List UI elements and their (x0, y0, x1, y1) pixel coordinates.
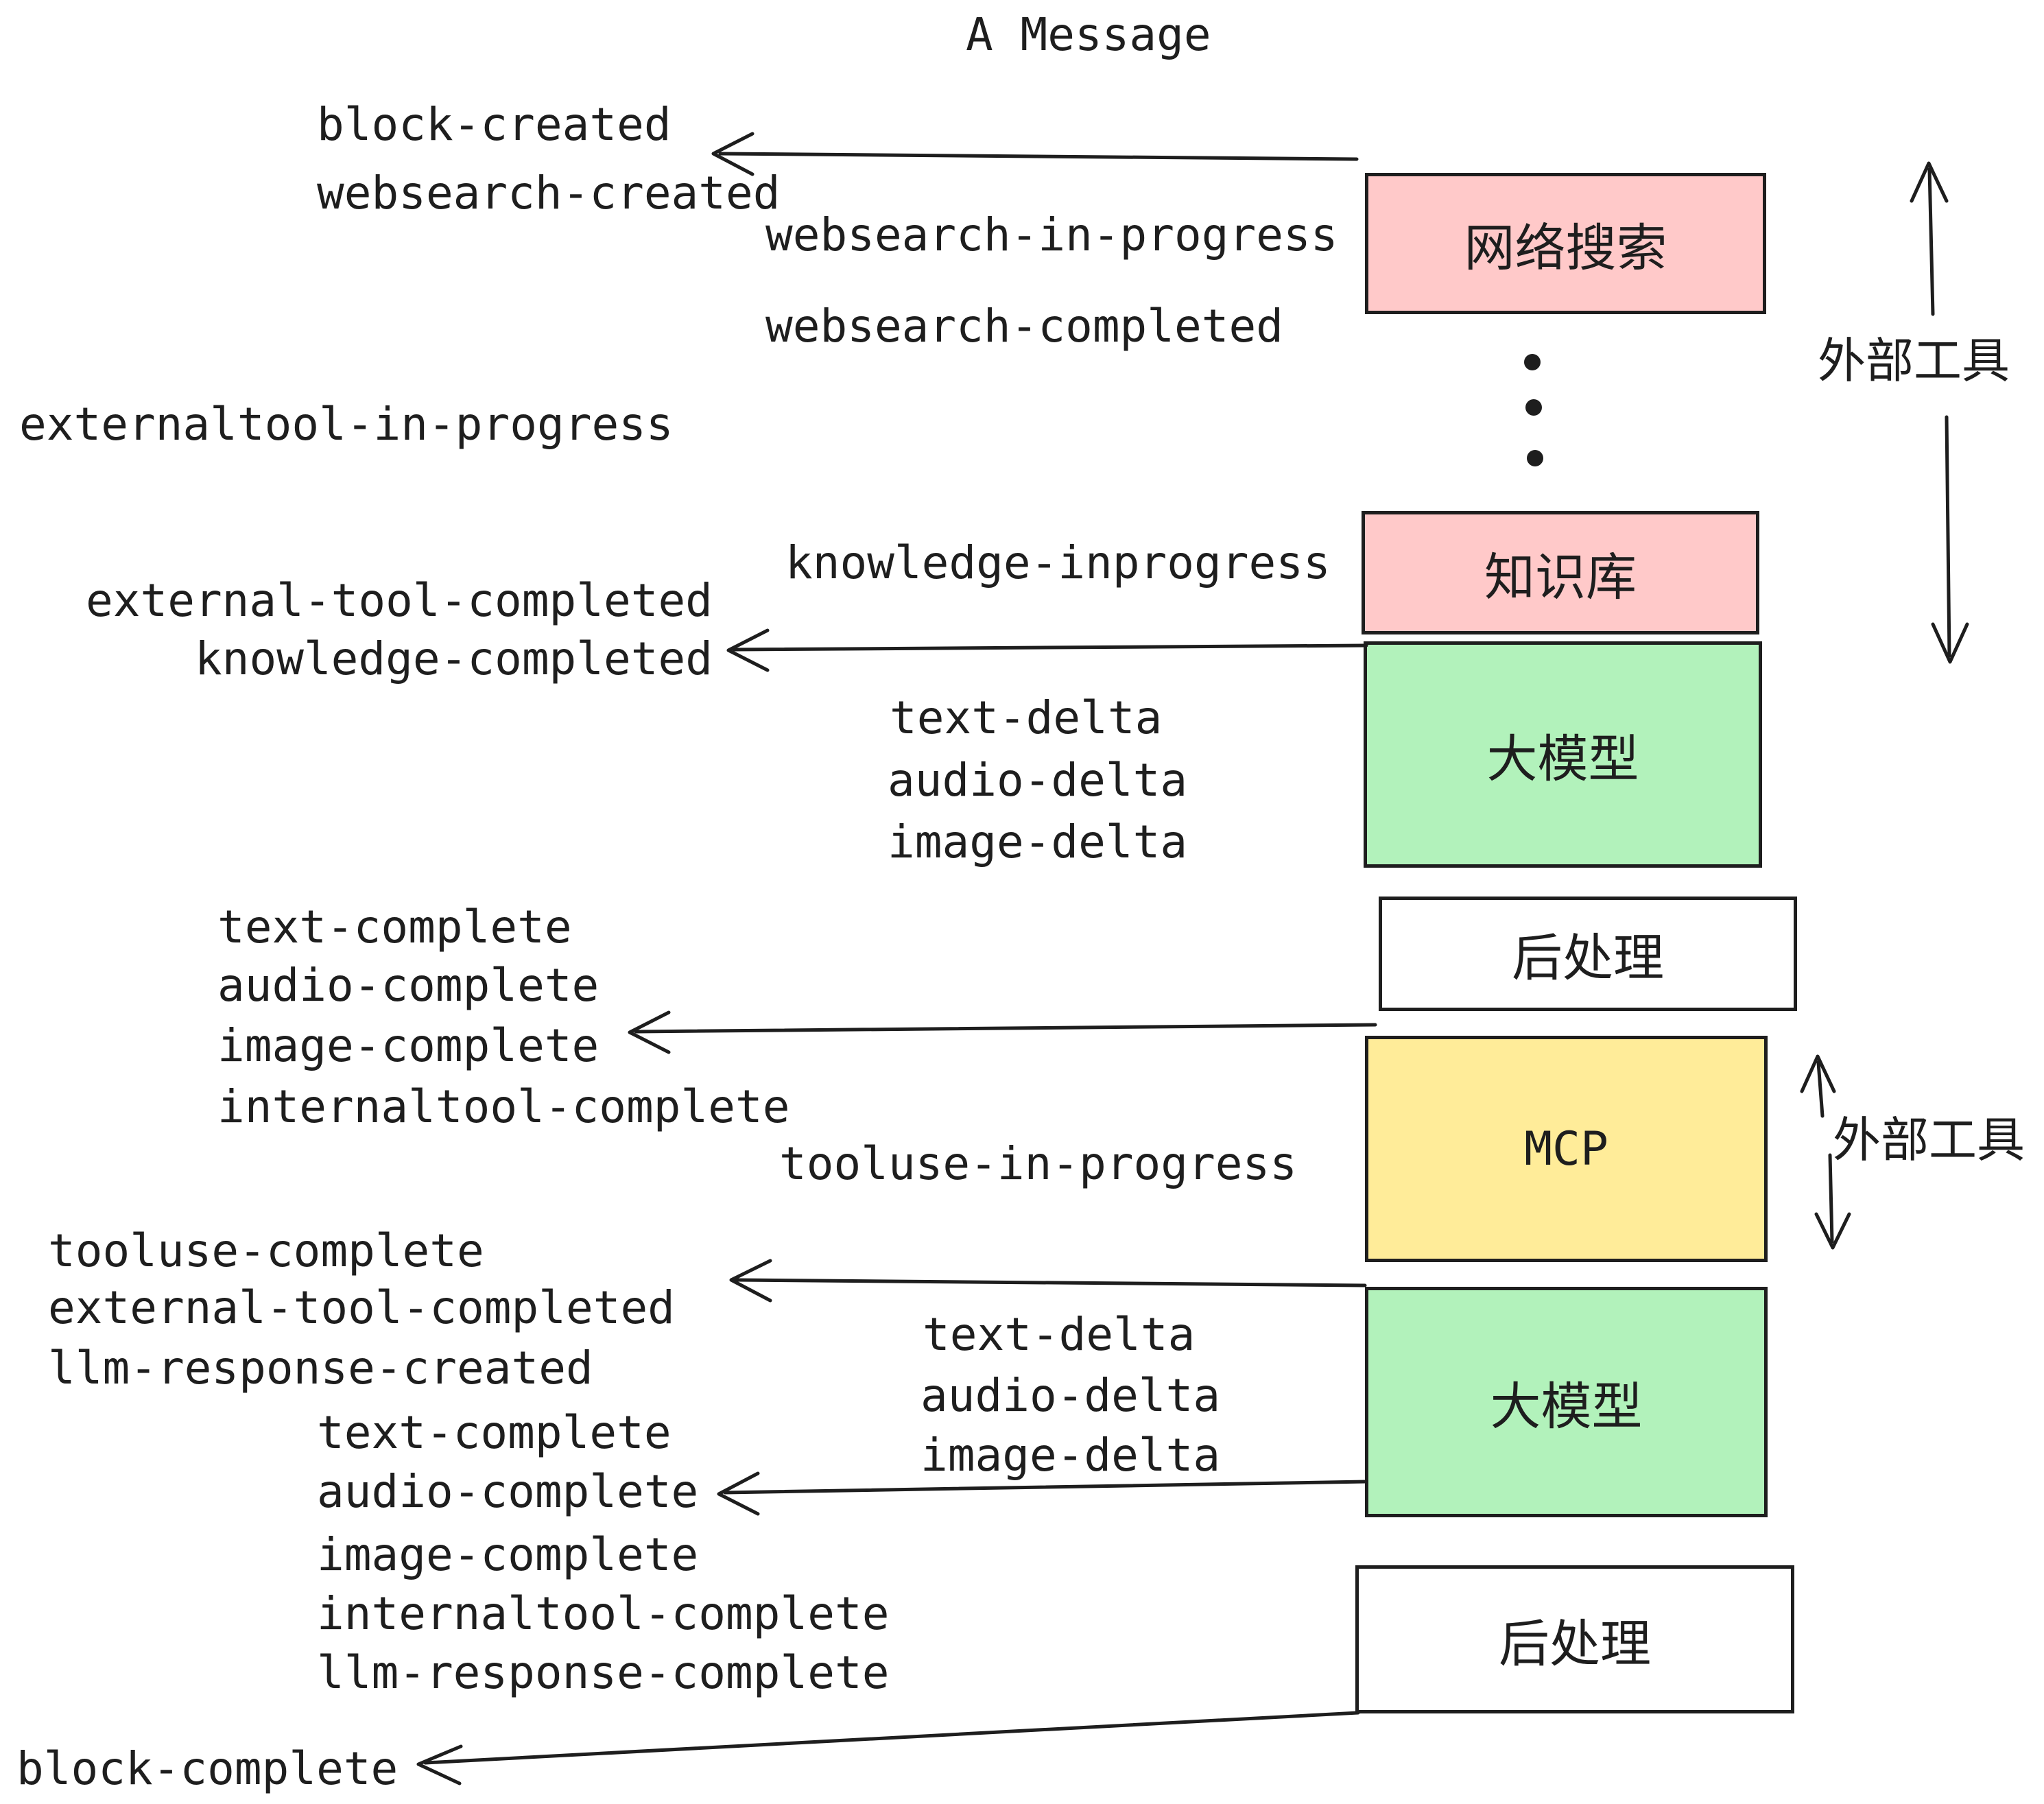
event-label-audio-delta-2: audio-delta (920, 1369, 1221, 1422)
event-label-audio-complete-2: audio-complete (317, 1465, 699, 1518)
mcp-up-arrow (1800, 1054, 1836, 1118)
event-label-knowledge-inprogress: knowledge-inprogress (785, 536, 1331, 589)
diagram-title: A Message (966, 8, 1211, 61)
event-label-internaltool-complete-1: internaltool-complete (217, 1080, 790, 1133)
event-label-image-complete-2: image-complete (317, 1528, 699, 1581)
node-postprocess-2: 后处理 (1355, 1565, 1794, 1713)
event-label-tooluse-complete: tooluse-complete (48, 1224, 484, 1277)
external-tools-label-top: 外部工具 (1818, 334, 2010, 388)
node-postprocess-1: 后处理 (1379, 897, 1797, 1011)
node-llm-2: 大模型 (1365, 1287, 1768, 1517)
arrow-to-block-created (711, 132, 1359, 176)
event-label-websearch-completed: websearch-completed (765, 300, 1283, 353)
node-mcp: MCP (1365, 1036, 1768, 1262)
event-label-websearch-in-progress: websearch-in-progress (765, 209, 1338, 261)
event-label-audio-complete-1: audio-complete (217, 959, 599, 1012)
arrow-to-tooluse-complete (729, 1259, 1367, 1303)
event-label-llm-response-created: llm-response-created (48, 1342, 593, 1394)
event-label-knowledge-completed: knowledge-completed (195, 632, 713, 685)
arrow-to-knowledge-completed (726, 628, 1368, 672)
event-label-block-complete: block-complete (16, 1742, 399, 1795)
event-label-text-delta-1: text-delta (890, 691, 1163, 744)
event-label-image-delta-1: image-delta (888, 816, 1188, 868)
event-label-text-complete-2: text-complete (317, 1406, 672, 1459)
event-label-llm-response-complete: llm-response-complete (317, 1646, 890, 1699)
event-label-image-delta-2: image-delta (920, 1429, 1221, 1482)
ellipsis-dots (1524, 354, 1543, 466)
event-label-text-delta-2: text-delta (923, 1308, 1196, 1361)
node-websearch: 网络搜索 (1365, 173, 1766, 314)
event-label-image-complete-1: image-complete (217, 1019, 599, 1072)
external-tools-down-arrow (1931, 415, 1969, 664)
event-label-external-tool-completed-1: external-tool-completed (86, 574, 713, 627)
node-llm-1: 大模型 (1364, 641, 1762, 868)
node-knowledge: 知识库 (1362, 511, 1759, 634)
event-label-internaltool-complete-2: internaltool-complete (317, 1587, 890, 1640)
event-label-audio-delta-1: audio-delta (888, 754, 1188, 807)
event-label-block-created: block-created (317, 98, 672, 151)
event-label-text-complete-1: text-complete (217, 901, 572, 953)
arrow-to-image-complete (628, 1010, 1377, 1054)
external-tools-label-mcp: 外部工具 (1833, 1113, 2025, 1167)
arrow-to-block-complete (416, 1711, 1360, 1785)
event-label-websearch-created: websearch-created (317, 167, 781, 219)
event-label-tooluse-in-progress: tooluse-in-progress (779, 1137, 1297, 1190)
event-label-external-tool-completed-2: external-tool-completed (48, 1281, 675, 1334)
external-tools-up-arrow (1910, 161, 1949, 316)
mcp-down-arrow (1814, 1153, 1851, 1250)
event-label-externaltool-in-progress: externaltool-in-progress (19, 398, 674, 451)
